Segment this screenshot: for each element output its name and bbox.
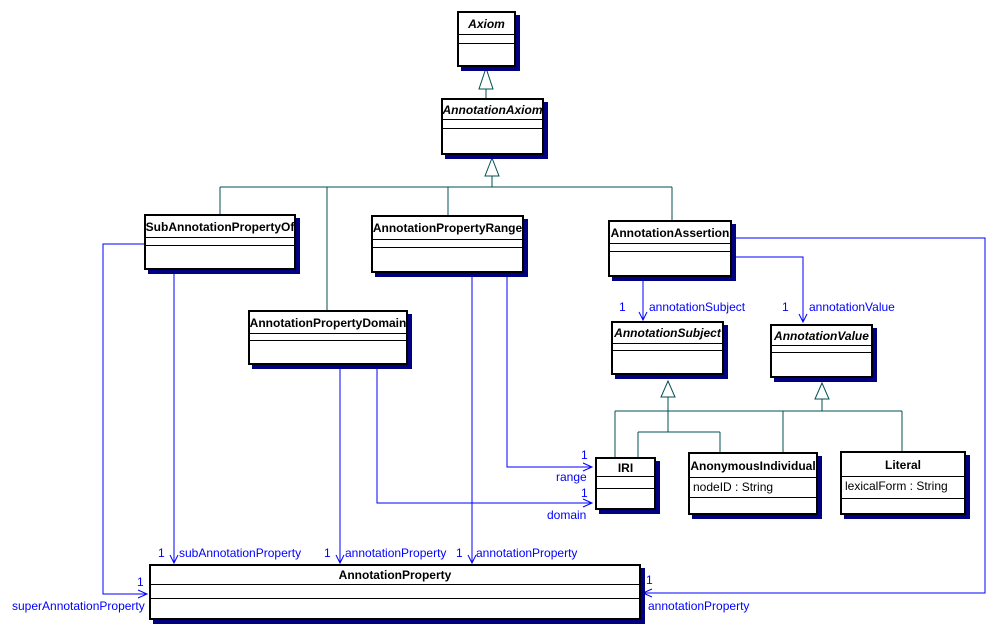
class-box-anonymous-individual: AnonymousIndividual nodeID : String [688, 452, 818, 515]
compartment-operations [250, 341, 406, 363]
class-box-annotation-property: AnnotationProperty [149, 564, 641, 620]
edge-annotation-value [730, 256, 804, 322]
triangle-to-axiom [478, 66, 494, 90]
class-box-sub-annotation-property-of: SubAnnotationPropertyOf [144, 214, 296, 270]
label-assertion-annotation-property-multiplicity: 1 [646, 573, 653, 587]
association-arrowheads [137, 311, 808, 599]
label-sub-annotation-property: subAnnotationProperty [179, 546, 302, 560]
label-assertion-annotation-property: annotationProperty [648, 599, 750, 613]
compartment-attributes: lexicalForm : String [842, 477, 964, 499]
class-title: AnonymousIndividual [690, 454, 816, 478]
compartment-operations [613, 351, 722, 373]
compartment-attributes [613, 344, 722, 351]
label-super-annotation-property: superAnnotationProperty [12, 599, 145, 613]
label-domain: domain [547, 508, 587, 522]
compartment-attributes [772, 346, 871, 353]
label-annotation-value-multiplicity: 1 [782, 300, 789, 314]
compartment-operations [842, 499, 964, 513]
generalization-lines [219, 89, 903, 458]
compartment-operations [443, 129, 542, 153]
label-range: range [556, 470, 587, 484]
class-title: IRI [597, 459, 654, 477]
compartment-attributes: nodeID : String [690, 478, 816, 498]
compartment-operations [151, 599, 639, 618]
edge-domain [376, 362, 592, 504]
label-domain-annotation-property: annotationProperty [345, 546, 447, 560]
class-title: AnnotationAssertion [610, 222, 730, 244]
class-box-annotation-assertion: AnnotationAssertion [608, 220, 732, 277]
label-super-annotation-property-multiplicity: 1 [137, 575, 144, 589]
class-box-annotation-property-range: AnnotationPropertyRange [371, 215, 524, 273]
label-annotation-subject-multiplicity: 1 [619, 300, 626, 314]
triangle-to-annotation-subject [660, 379, 676, 398]
compartment-operations [690, 498, 816, 513]
compartment-attributes [610, 244, 730, 252]
compartment-operations [597, 489, 654, 508]
class-title: AnnotationPropertyDomain [250, 312, 406, 334]
edge-range [506, 270, 592, 468]
compartment-attributes [443, 120, 542, 129]
class-title: Axiom [459, 13, 514, 35]
class-box-axiom: Axiom [457, 11, 516, 67]
compartment-operations [772, 353, 871, 376]
compartment-attributes [151, 585, 639, 599]
label-domain-multiplicity: 1 [581, 486, 588, 500]
label-annotation-value: annotationValue [809, 300, 895, 314]
compartment-operations [146, 246, 294, 268]
compartment-attributes [597, 477, 654, 489]
edge-assertion-annotation-property [643, 237, 986, 594]
label-annotation-subject: annotationSubject [649, 300, 746, 314]
label-domain-annotation-property-multiplicity: 1 [324, 546, 331, 560]
class-title: AnnotationAxiom [443, 100, 542, 120]
generalization-arrowheads [478, 66, 830, 400]
association-lines [102, 237, 986, 595]
edge-super-annotation-property [102, 243, 147, 595]
class-title: AnnotationProperty [151, 566, 639, 585]
compartment-attributes [459, 35, 514, 44]
class-box-literal: Literal lexicalForm : String [840, 451, 966, 515]
class-box-annotation-property-domain: AnnotationPropertyDomain [248, 310, 408, 365]
class-box-annotation-axiom: AnnotationAxiom [441, 98, 544, 155]
class-box-iri: IRI [595, 457, 656, 510]
class-box-annotation-subject: AnnotationSubject [611, 321, 724, 375]
compartment-operations [373, 248, 522, 271]
class-title: SubAnnotationPropertyOf [146, 216, 294, 238]
class-title: AnnotationSubject [613, 323, 722, 344]
triangle-to-annotation-value [814, 381, 830, 400]
triangle-to-annotation-axiom [484, 156, 500, 177]
compartment-operations [459, 44, 514, 65]
class-title: Literal [842, 453, 964, 477]
compartment-attributes [373, 240, 522, 248]
compartment-operations [610, 252, 730, 275]
class-title: AnnotationPropertyRange [373, 217, 522, 240]
label-sub-annotation-property-multiplicity: 1 [158, 546, 165, 560]
class-title: AnnotationValue [772, 326, 871, 346]
label-range-annotation-property-multiplicity: 1 [456, 546, 463, 560]
label-range-multiplicity: 1 [581, 448, 588, 462]
label-range-annotation-property: annotationProperty [476, 546, 578, 560]
compartment-attributes [146, 238, 294, 246]
compartment-attributes [250, 334, 406, 341]
class-box-annotation-value: AnnotationValue [770, 324, 873, 378]
